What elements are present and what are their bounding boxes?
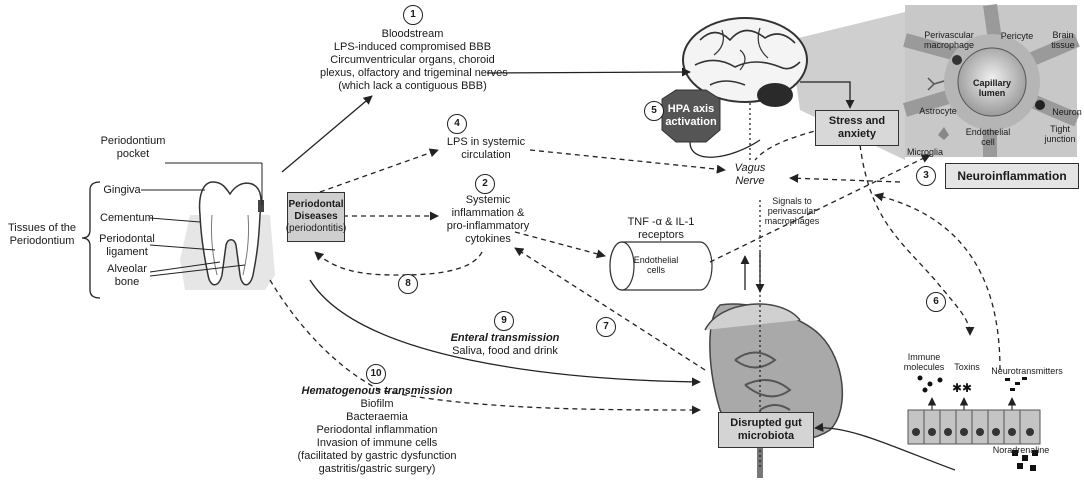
capillary-panel — [902, 4, 1080, 157]
epithelium-cells: ✱✱ — [907, 375, 1041, 471]
microglia-label: Microglia — [906, 147, 943, 157]
pathway-8-number: 8 — [398, 274, 418, 294]
pathway-4-number: 4 — [447, 114, 467, 134]
gingiva-label: Gingiva — [103, 184, 141, 196]
pathway-10-number: 10 — [366, 364, 386, 384]
tissues-bracket — [81, 181, 101, 299]
tooth-illustration — [180, 181, 275, 290]
brain-illustration — [682, 17, 808, 107]
tissues-title: Tissues of the Periodontium — [7, 222, 77, 247]
pathway-9-text: Enteral transmission Saliva, food and dr… — [450, 332, 560, 357]
pathway-9-number: 9 — [494, 311, 514, 331]
pathway-1-number: 1 — [403, 5, 423, 25]
astrocyte-label: Astrocyte — [919, 106, 957, 116]
cementum-label: Cementum — [100, 212, 154, 224]
gut-illustration — [704, 303, 843, 478]
endothelial-capsule — [609, 241, 713, 291]
hpa-hexagon — [661, 89, 721, 143]
toxins-label: Toxins — [954, 362, 980, 372]
tooth-label-lines — [141, 162, 263, 277]
pathway-7-number: 7 — [596, 317, 616, 337]
pathway-10-text: Hematogenous transmission Biofilm Bacter… — [297, 385, 457, 475]
neurotransmitters-label: Neurotransmitters — [991, 366, 1063, 376]
pathway-3-number: 3 — [916, 166, 936, 186]
neuron-label: Neuron — [1052, 107, 1082, 117]
neuroinflammation-box: Neuroinflammation — [945, 163, 1079, 189]
periodontal-disease-box: Periodontal Diseases (periodontitis) — [286, 192, 346, 242]
pathway-5-number: 5 — [644, 101, 664, 121]
pericyte-label: Pericyte — [1000, 31, 1034, 41]
svg-text:✱✱: ✱✱ — [952, 381, 972, 395]
pathway-2-number: 2 — [475, 174, 495, 194]
noradrenaline-label: Noradrenaline — [992, 445, 1050, 455]
pathway-6-number: 6 — [926, 292, 946, 312]
